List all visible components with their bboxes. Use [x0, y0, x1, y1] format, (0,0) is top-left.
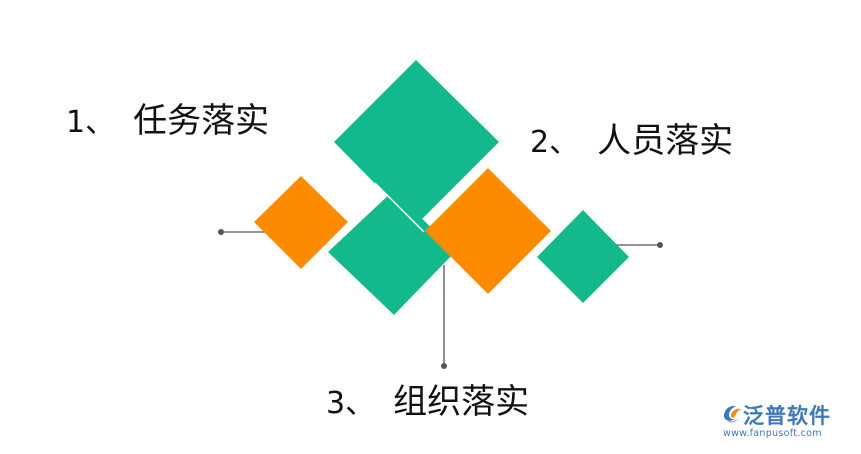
- label-personnel-number: 2: [530, 125, 550, 160]
- label-organization: 3、组织落实: [326, 385, 529, 419]
- label-organization-separator: 、: [345, 386, 376, 421]
- label-task: 1、任务落实: [66, 104, 269, 138]
- label-personnel-text: 人员落实: [597, 121, 734, 161]
- diamond-left-small: [254, 176, 348, 269]
- label-organization-text: 组织落实: [393, 382, 530, 422]
- diamond-right-small: [537, 210, 629, 303]
- bottom-connector-dot: [441, 363, 447, 369]
- brand-name: 泛普软件: [743, 404, 831, 428]
- brand-logo: 泛普软件 www.fanpusoft.com: [721, 398, 853, 444]
- label-personnel: 2、人员落实: [530, 124, 733, 158]
- brand-url: www.fanpusoft.com: [723, 428, 822, 439]
- left-connector-dot: [218, 229, 224, 235]
- label-task-separator: 、: [85, 105, 116, 140]
- right-connector-dot: [657, 242, 663, 248]
- swirl-logo-icon: [724, 405, 741, 423]
- label-personnel-separator: 、: [549, 125, 580, 160]
- diamond-center-right: [425, 168, 551, 294]
- diamond-center: [328, 190, 455, 315]
- label-task-number: 1: [66, 105, 86, 140]
- label-organization-number: 3: [326, 386, 346, 421]
- connectors: [218, 229, 663, 369]
- seam-top-center: [374, 182, 425, 233]
- label-task-text: 任务落实: [133, 101, 270, 141]
